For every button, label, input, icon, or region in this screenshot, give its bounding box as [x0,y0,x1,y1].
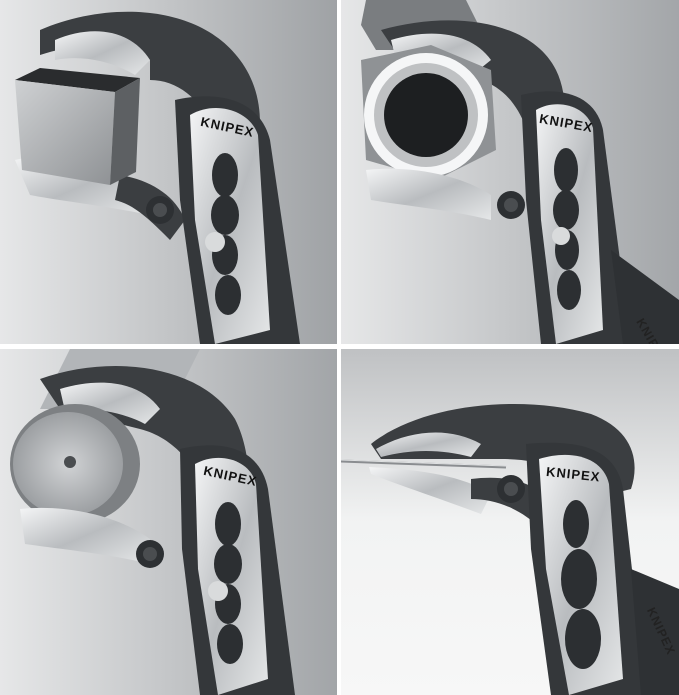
panel-round-bar: KNIPEX [0,349,337,695]
plier-gripping-hex-nut: KNIPEX KNIPEX [341,0,679,344]
plier-gripping-wire: KNIPEX KNIPEX [341,349,679,695]
panel-hex-nut: KNIPEX KNIPEX [341,0,679,344]
plier-gripping-square-bar: KNIPEX [0,0,337,344]
panel-wire: KNIPEX KNIPEX [341,349,679,695]
brand-label: KNIPEX [545,464,601,485]
panel-square-bar: KNIPEX [0,0,337,344]
plier-gripping-round-bar: KNIPEX [0,349,337,695]
